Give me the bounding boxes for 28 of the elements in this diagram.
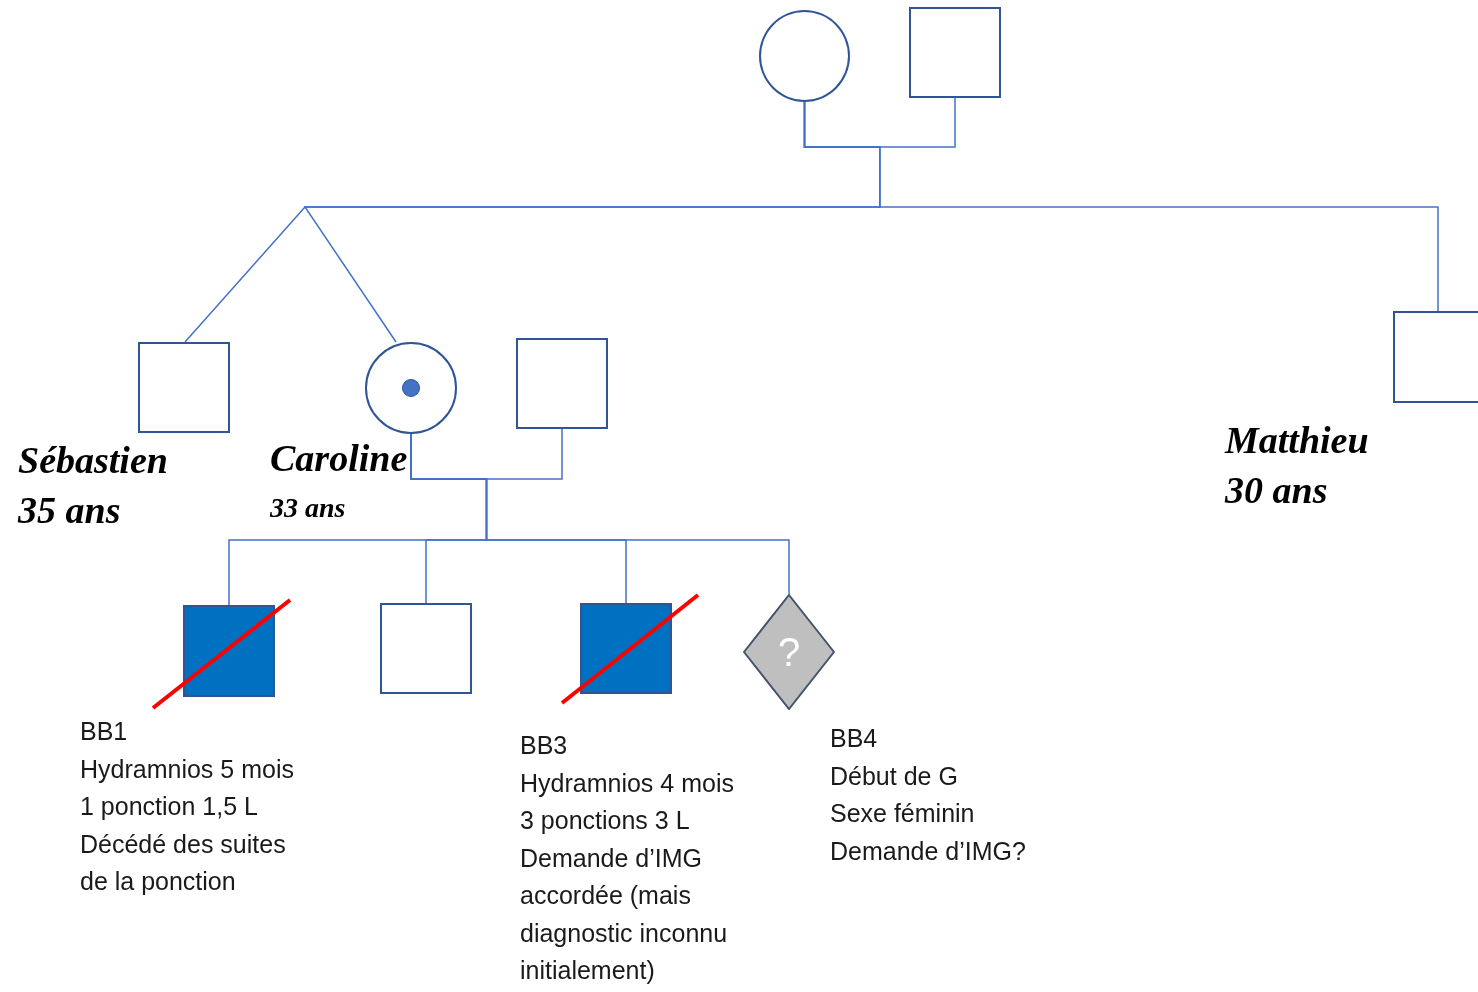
person-name: Matthieu: [1225, 418, 1369, 463]
affected-male-square: [580, 603, 672, 694]
clinical-note: Début de G: [830, 760, 959, 792]
male-square: [380, 603, 472, 694]
male-square: [138, 342, 230, 433]
clinical-note: 3 ponctions 3 L: [520, 805, 691, 836]
male-square: [516, 338, 608, 429]
affected-male-square: [183, 605, 275, 697]
clinical-note: Demande d’IMG accordée (mais diagnostic inconnu initialement): [520, 842, 729, 986]
child-label: BB3: [520, 730, 569, 761]
person-name: Sébastien: [18, 438, 168, 483]
clinical-note: Hydramnios 4 mois: [520, 767, 735, 799]
unknown-sex-diamond: [743, 594, 835, 710]
age-label: 30 ans: [1225, 468, 1329, 512]
clinical-note: Demande d’IMG?: [830, 835, 1027, 867]
child-label: BB4: [830, 723, 879, 754]
age-label: 35 ans: [18, 488, 122, 532]
pedigree-line: [803, 101, 1439, 312]
age-label: 33 ans: [270, 491, 347, 525]
clinical-note: Hydramnios 5 mois: [80, 753, 295, 785]
male-square: [1393, 311, 1478, 403]
person-name: Caroline: [270, 436, 408, 481]
clinical-note: Décédé des suites de la ponction: [80, 828, 287, 897]
clinical-note: 1 ponction 1,5 L: [80, 791, 259, 822]
child-label: BB1: [80, 716, 129, 747]
clinical-note: Sexe féminin: [830, 798, 976, 829]
question-mark: ?: [777, 632, 801, 672]
male-square: [909, 7, 1001, 98]
